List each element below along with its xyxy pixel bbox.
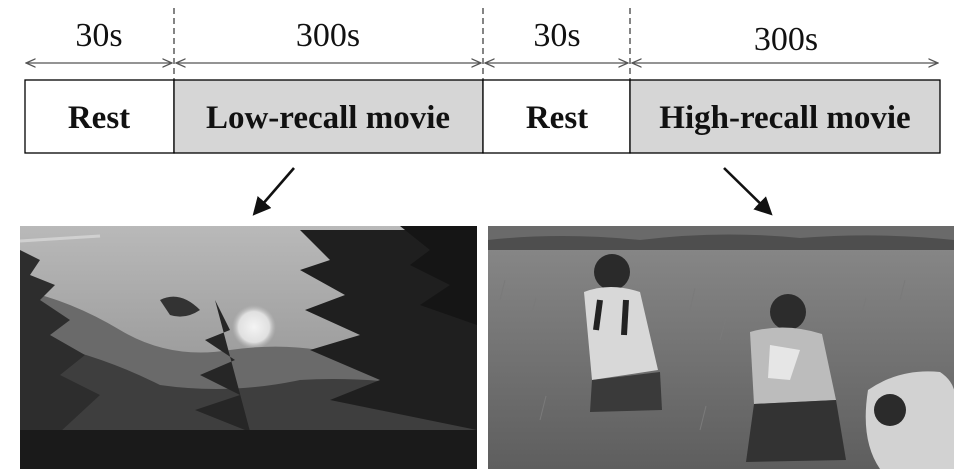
arrow-to-high-recall-frame xyxy=(723,167,773,216)
arrow-to-low-recall-frame xyxy=(252,167,295,216)
block-low-recall-movie xyxy=(173,79,484,154)
high-recall-movie-frame xyxy=(488,226,954,469)
block-label-rest-2: Rest xyxy=(526,100,588,136)
block-rest-1 xyxy=(24,79,175,154)
duration-label-high-recall: 300s xyxy=(754,21,818,58)
block-rest-2 xyxy=(482,79,631,154)
block-high-recall-movie xyxy=(629,79,941,154)
person-figure xyxy=(594,254,630,290)
duration-label-rest-1: 30s xyxy=(75,17,122,54)
low-recall-movie-frame xyxy=(20,226,477,469)
duration-label-rest-2: 30s xyxy=(533,17,580,54)
duration-label-low-recall: 300s xyxy=(296,17,360,54)
person-figure xyxy=(770,294,806,330)
block-label-high-recall: High-recall movie xyxy=(659,100,910,136)
sun-shape xyxy=(232,305,276,349)
block-label-low-recall: Low-recall movie xyxy=(206,100,450,136)
block-label-rest-1: Rest xyxy=(68,100,130,136)
